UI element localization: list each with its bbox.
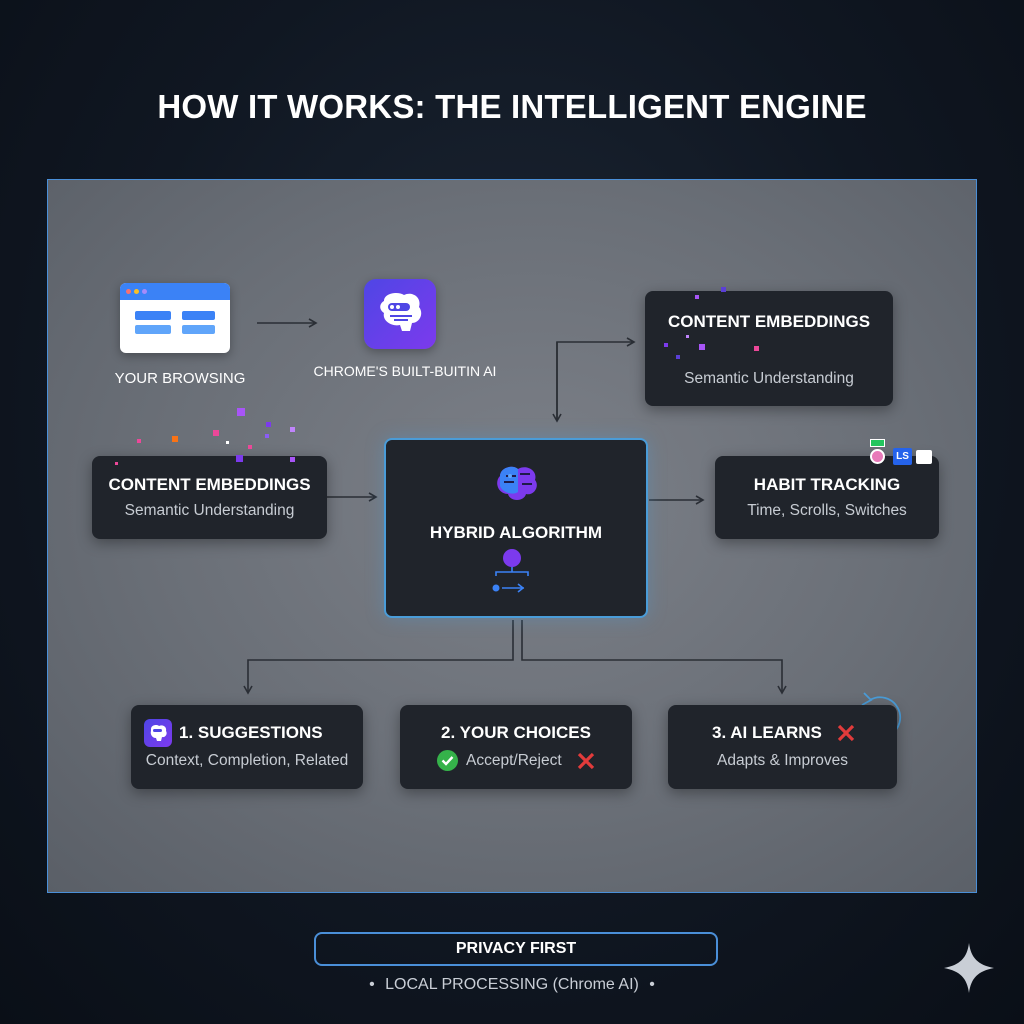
content-embeddings-top-subtitle: Semantic Understanding [684, 370, 854, 387]
arrow-hybrid-to-suggestions [243, 620, 514, 695]
content-embeddings-left-box: CONTENT EMBEDDINGS Semantic Understandin… [92, 456, 327, 539]
arrow-hybrid-to-learns [521, 620, 787, 695]
page-title: HOW IT WORKS: THE INTELLIGENT ENGINE [157, 88, 867, 125]
bullet: • [369, 976, 375, 993]
habit-tracking-subtitle: Time, Scrolls, Switches [747, 502, 907, 519]
privacy-first-badge: PRIVACY FIRST [314, 932, 718, 966]
chrome-ai-label: CHROME'S BUILT-BUITIN AI [313, 363, 497, 379]
ai-learns-box: 3. AI LEARNS Adapts & Improves [668, 705, 897, 789]
grid-icon [870, 439, 885, 447]
suggestions-title: 1. SUGGESTIONS [179, 723, 323, 742]
habit-tracking-title: HABIT TRACKING [753, 475, 901, 494]
ai-chip-icon [144, 719, 172, 747]
ai-brain-chip-icon [364, 279, 436, 349]
content-embeddings-top-title: CONTENT EMBEDDINGS [667, 312, 871, 331]
check-icon [437, 750, 458, 771]
timer-icon [870, 449, 885, 464]
choices-subtitle: Accept/Reject [466, 752, 562, 769]
choices-box: 2. YOUR CHOICES Accept/Reject [400, 705, 632, 789]
ai-learns-title: 3. AI LEARNS [712, 723, 822, 742]
content-embeddings-left-title: CONTENT EMBEDDINGS [108, 475, 311, 494]
local-processing-note: • LOCAL PROCESSING (Chrome AI) • [0, 976, 1024, 994]
choices-title: 2. YOUR CHOICES [441, 723, 591, 742]
content-embeddings-top-box: CONTENT EMBEDDINGS Semantic Understandin… [645, 291, 893, 406]
browsing-label: YOUR BROWSING [114, 370, 246, 387]
hybrid-algorithm-box: HYBRID ALGORITHM [384, 438, 648, 618]
content-embeddings-left-subtitle: Semantic Understanding [124, 502, 295, 519]
browser-window-icon [120, 283, 230, 353]
cross-icon [576, 751, 596, 771]
hybrid-algorithm-title: HYBRID ALGORITHM [429, 523, 603, 542]
suggestions-subtitle: Context, Completion, Related [145, 752, 349, 769]
list-icon [916, 450, 932, 464]
bullet: • [649, 976, 655, 993]
ls-badge: LS [893, 448, 912, 465]
ai-learns-subtitle: Adapts & Improves [717, 752, 848, 769]
brain-icon [490, 462, 544, 508]
local-processing-label: LOCAL PROCESSING (Chrome AI) [385, 976, 639, 993]
suggestions-box: 1. SUGGESTIONS Context, Completion, Rela… [131, 705, 363, 789]
habit-tracking-box: HABIT TRACKING Time, Scrolls, Switches [715, 456, 939, 539]
habit-app-icons: LS [868, 438, 948, 468]
cross-icon [836, 723, 856, 743]
branching-flow-icon [492, 549, 529, 593]
